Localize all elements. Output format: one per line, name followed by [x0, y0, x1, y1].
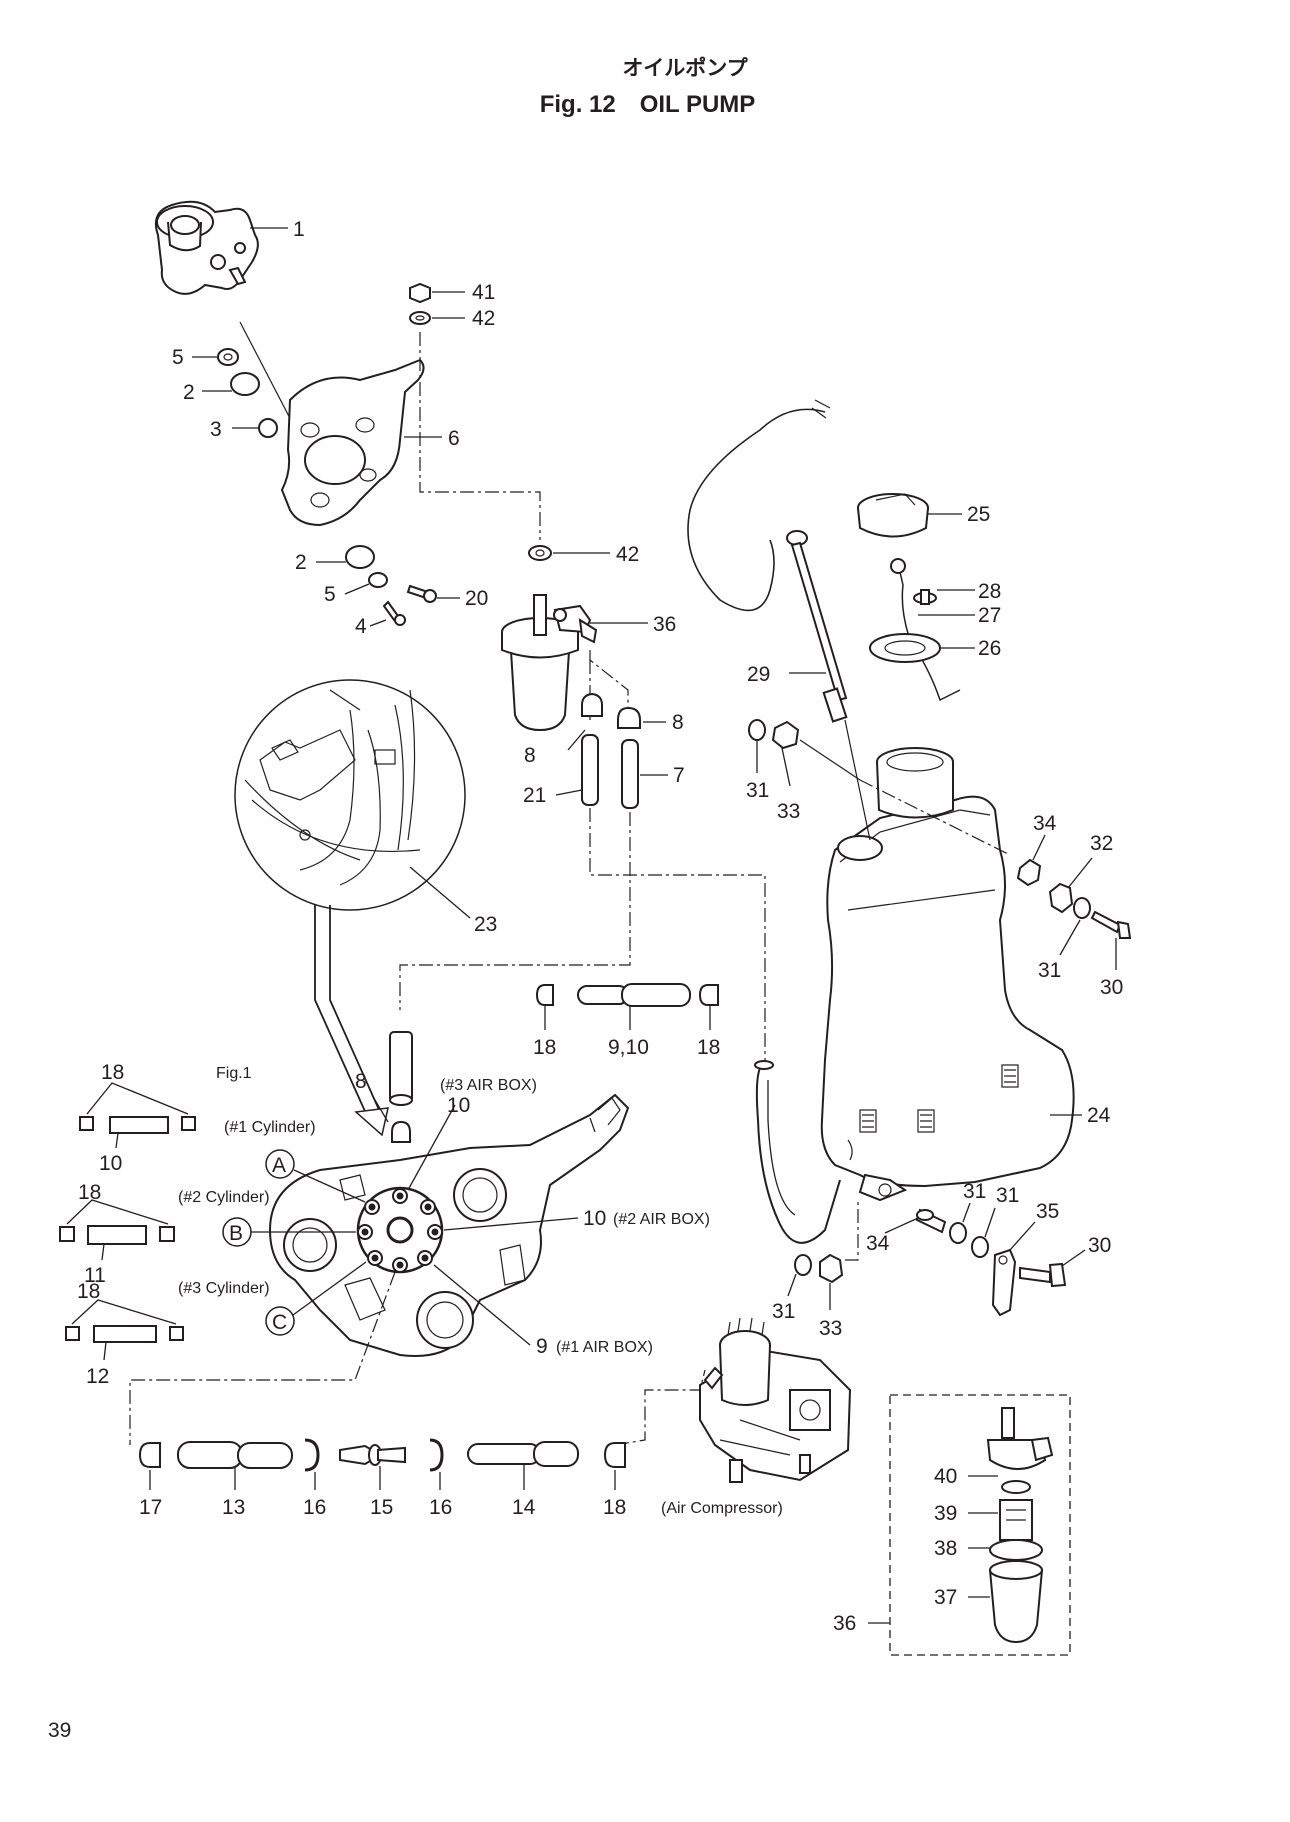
label-23: 23 — [474, 913, 497, 936]
fig1-label: Fig.1 — [216, 1065, 252, 1082]
cylinder-1-label: (#1 Cylinder) — [224, 1119, 316, 1136]
label-42-lower: 42 — [616, 543, 639, 566]
air-compressor-part — [699, 1317, 852, 1483]
label-16-right: 16 — [429, 1496, 452, 1519]
label-12: 12 — [86, 1365, 109, 1388]
label-31-lower-b: 31 — [996, 1184, 1019, 1207]
label-36-filter: 36 — [653, 613, 676, 636]
label-31-bottom: 31 — [772, 1300, 795, 1323]
label-30-lower: 30 — [1088, 1234, 1111, 1257]
label-18-bottom: 18 — [603, 1496, 626, 1519]
label-8-right: 8 — [672, 711, 684, 734]
title-japanese: オイルポンプ — [622, 56, 748, 80]
cylinder-3-label: (#3 Cylinder) — [178, 1280, 270, 1297]
label-16-left: 16 — [303, 1496, 326, 1519]
oil-pump-part — [154, 200, 288, 295]
label-17: 17 — [139, 1496, 162, 1519]
label-18-set12: 18 — [77, 1280, 100, 1303]
label-18-mid-left: 18 — [533, 1036, 556, 1059]
hose-set-11 — [59, 1199, 175, 1261]
label-38: 38 — [934, 1537, 957, 1560]
label-24: 24 — [1087, 1104, 1111, 1127]
label-40: 40 — [934, 1465, 957, 1488]
label-36-box: 36 — [833, 1612, 856, 1635]
label-9-airbox1: 9 — [536, 1335, 548, 1358]
filter-detail-box — [889, 1394, 1071, 1656]
label-27: 27 — [978, 604, 1001, 627]
label-37: 37 — [934, 1586, 957, 1609]
label-31-upper: 31 — [746, 779, 769, 802]
label-13: 13 — [222, 1496, 245, 1519]
label-2-upper: 2 — [183, 381, 195, 404]
filter-breakdown — [986, 1407, 1054, 1644]
page-number: 39 — [48, 1719, 72, 1742]
airbox-2-label: (#2 AIR BOX) — [613, 1211, 710, 1228]
label-14: 14 — [512, 1496, 536, 1519]
air-compressor-label: (Air Compressor) — [661, 1500, 783, 1517]
figure-title: Fig. 12 OIL PUMP — [539, 91, 756, 118]
label-28: 28 — [978, 580, 1001, 603]
label-3: 3 — [210, 418, 222, 441]
label-25: 25 — [967, 503, 990, 526]
label-30-upper: 30 — [1100, 976, 1123, 999]
port-b-label: B — [229, 1222, 243, 1245]
label-10-airbox3: 10 — [447, 1094, 470, 1117]
label-35: 35 — [1036, 1200, 1059, 1223]
port-c-label: C — [272, 1311, 287, 1334]
label-21: 21 — [523, 784, 546, 807]
label-1: 1 — [293, 218, 305, 241]
label-34-upper: 34 — [1033, 812, 1057, 835]
oil-tank-part — [820, 747, 1075, 1202]
label-7: 7 — [673, 764, 685, 787]
label-41: 41 — [472, 281, 495, 304]
label-31-right-upper: 31 — [1038, 959, 1061, 982]
pump-bracket-part — [280, 358, 425, 527]
port-a-label: A — [272, 1154, 286, 1177]
label-33-bottom: 33 — [819, 1317, 842, 1340]
hose-set-12 — [65, 1299, 184, 1361]
oil-filter-part — [501, 594, 598, 732]
label-20: 20 — [465, 587, 488, 610]
label-2-lower: 2 — [295, 551, 307, 574]
label-29: 29 — [747, 663, 770, 686]
label-39: 39 — [934, 1502, 957, 1525]
label-18-set10: 18 — [101, 1061, 124, 1084]
label-18-set11: 18 — [78, 1181, 101, 1204]
label-18-mid-right: 18 — [697, 1036, 720, 1059]
label-6: 6 — [448, 427, 460, 450]
label-8-left: 8 — [524, 744, 536, 767]
hose-set-10 — [79, 1082, 196, 1149]
label-10-airbox2: 10 — [583, 1207, 606, 1230]
label-4: 4 — [355, 615, 367, 638]
airbox-1-label: (#1 AIR BOX) — [556, 1339, 653, 1356]
label-31-lower-a: 31 — [963, 1180, 986, 1203]
label-32: 32 — [1090, 832, 1113, 855]
detail-view-circle — [234, 679, 466, 911]
label-15: 15 — [370, 1496, 393, 1519]
label-8-lower: 8 — [355, 1070, 367, 1093]
manifold-plate — [268, 1093, 630, 1357]
label-42-upper: 42 — [472, 307, 495, 330]
label-9-10: 9,10 — [608, 1036, 649, 1059]
label-10-set: 10 — [99, 1152, 122, 1175]
label-26: 26 — [978, 637, 1001, 660]
label-5-upper: 5 — [172, 346, 184, 369]
airbox-3-label: (#3 AIR BOX) — [440, 1077, 537, 1094]
label-33-upper: 33 — [777, 800, 800, 823]
label-34-lower: 34 — [866, 1232, 890, 1255]
cylinder-2-label: (#2 Cylinder) — [178, 1189, 270, 1206]
label-11: 11 — [84, 1264, 106, 1287]
label-5-lower: 5 — [324, 583, 336, 606]
